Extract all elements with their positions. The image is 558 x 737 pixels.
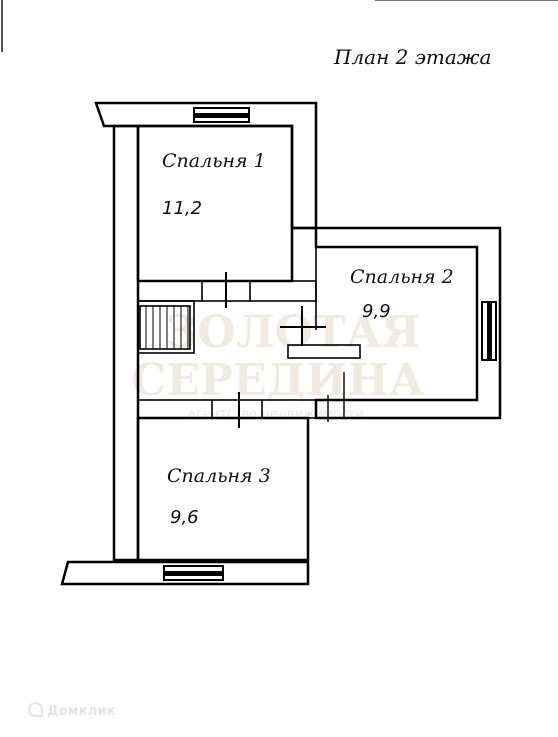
bedroom-2-area: 9,9 xyxy=(362,301,391,322)
bedroom-1-area: 11,2 xyxy=(162,198,202,219)
plan-title: План 2 этажа xyxy=(333,45,491,69)
watermark-line2: СЕРЕДИНА xyxy=(131,355,424,406)
window-east-glass xyxy=(487,302,492,360)
west-wall xyxy=(112,124,140,562)
bottom-wall xyxy=(60,560,310,586)
watermark: ЗОЛОТАЯ СЕРЕДИНА агентство недвижимости xyxy=(131,307,424,422)
site-watermark: Домклик xyxy=(28,702,116,719)
bedroom-3-room xyxy=(136,416,310,562)
bedroom-2-partition-slab xyxy=(287,344,361,359)
window-top-glass xyxy=(194,113,249,118)
site-watermark-label: Домклик xyxy=(47,704,116,719)
bedroom-2-outer-wall xyxy=(292,226,502,420)
bedroom-3-area: 9,6 xyxy=(170,507,199,528)
staircase-inner xyxy=(139,305,191,350)
domclick-logo-icon xyxy=(28,702,43,717)
window-bottom-glass xyxy=(164,571,223,576)
bedroom-3-name: Спальня 3 xyxy=(167,465,271,487)
staircase xyxy=(137,300,195,354)
watermark-line1: ЗОЛОТАЯ xyxy=(166,307,421,358)
staircase-steps xyxy=(145,306,189,349)
watermark-line3: агентство недвижимости xyxy=(188,407,364,422)
bedroom-2-name: Спальня 2 xyxy=(350,266,454,288)
bedroom-1-name: Спальня 1 xyxy=(162,150,266,172)
